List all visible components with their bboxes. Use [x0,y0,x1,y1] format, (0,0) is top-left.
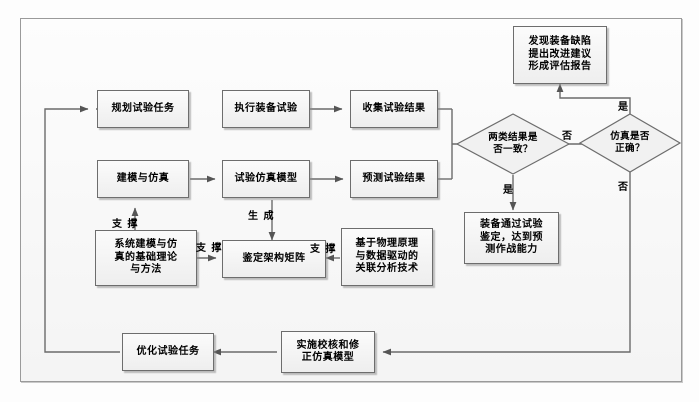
edge-label-support-3: 支 撑 [310,244,337,255]
node-label: 基于物理原理 与数据驱动的 关联分析技术 [355,238,419,275]
decision-label: 两类结果是 否一致？ [488,132,538,155]
edge-label-support-2: 支 撑 [196,243,223,254]
node-label: 实施校核和修 正仿真模型 [296,339,360,364]
diamond-shape [578,113,682,173]
node-label: 执行装备试验 [234,102,298,114]
decision-results-consistent[interactable]: 两类结果是 否一致？ [455,112,571,176]
node-test-simulation-model[interactable]: 试验仿真模型 [222,160,310,198]
node-equipment-qualified[interactable]: 装备通过试验 鉴定，达到预 测作战能力 [464,212,559,264]
node-execute-equipment-test[interactable]: 执行装备试验 [222,90,310,128]
node-plan-test-task[interactable]: 规划试验任务 [97,90,189,128]
node-predict-test-results[interactable]: 预测试验结果 [350,160,438,198]
node-theory-and-methods[interactable]: 系统建模与仿 真的基础理论 与方法 [95,230,197,286]
node-qualification-architecture-matrix[interactable]: 鉴定架构矩阵 [222,240,326,278]
node-label: 优化试验任务 [136,345,200,357]
node-label: 建模与仿真 [116,172,170,184]
node-label: 试验仿真模型 [234,172,298,184]
decision-label: 仿真是否 正确？ [610,131,650,154]
node-label: 系统建模与仿 真的基础理论 与方法 [114,239,178,276]
node-calibrate-simulation-model[interactable]: 实施校核和修 正仿真模型 [281,331,375,373]
node-defect-report[interactable]: 发现装备缺陷 提出改进建议 形成评估报告 [513,26,607,84]
node-label: 预测试验结果 [362,172,426,184]
edge-label-yes-2: 是 [618,102,629,113]
edge-label-yes-1: 是 [503,185,514,196]
node-label: 发现装备缺陷 提出改进建议 形成评估报告 [528,36,592,73]
node-label: 装备通过试验 鉴定，达到预 测作战能力 [480,219,543,256]
edge-label-no-1: 否 [562,131,573,142]
node-collect-test-results[interactable]: 收集试验结果 [350,90,438,128]
edge-label-support-1: 支 撑 [112,219,139,230]
diamond-shape [455,113,571,175]
edge-label-no-2: 否 [618,182,629,193]
node-label: 鉴定架构矩阵 [242,252,306,264]
node-label: 收集试验结果 [362,102,426,114]
node-modeling-and-simulation[interactable]: 建模与仿真 [97,160,189,198]
node-optimize-test-task[interactable]: 优化试验任务 [122,333,214,371]
decision-simulation-correct[interactable]: 仿真是否 正确？ [578,112,682,174]
node-label: 规划试验任务 [111,102,175,114]
edge-label-generate: 生 成 [248,211,275,222]
node-correlation-analysis-technology[interactable]: 基于物理原理 与数据驱动的 关联分析技术 [341,228,433,286]
